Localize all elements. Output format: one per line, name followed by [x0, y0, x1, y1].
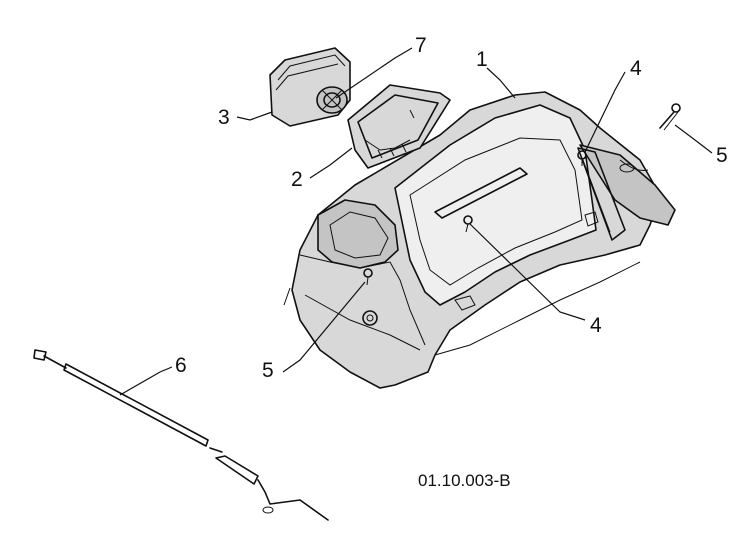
callout-4a: 4: [630, 57, 642, 80]
part-6-cable: [33, 349, 329, 521]
part-4-screw-b: [463, 215, 473, 233]
leader-4a: [584, 71, 626, 153]
part-2-headlight-housing: [347, 84, 451, 169]
callout-7: 7: [415, 34, 427, 57]
callout-6: 6: [175, 354, 187, 377]
callout-2: 2: [291, 168, 303, 191]
callout-5a: 5: [716, 144, 728, 167]
callout-labels: 1 2 3 4 4 5 5 6 7: [175, 34, 728, 382]
leader-7: [335, 47, 413, 99]
leader-5a: [674, 124, 713, 154]
part-5-screw-a: [659, 103, 681, 131]
part-3-headlight-lens: [269, 47, 351, 127]
callout-5b: 5: [262, 359, 274, 382]
part-1-cover: [283, 91, 676, 389]
part-4-screw-a: [577, 150, 587, 166]
leader-6: [119, 366, 173, 396]
part-7-bulb-socket: [316, 86, 348, 114]
leader-lines: [119, 47, 713, 396]
drawing-code: 01.10.003-B: [418, 471, 511, 490]
leader-5b: [282, 281, 366, 373]
leader-3: [236, 111, 273, 121]
leader-1: [486, 67, 516, 99]
callout-1: 1: [476, 48, 488, 71]
leader-2: [309, 147, 353, 179]
callout-3: 3: [218, 106, 230, 129]
leader-4b: [469, 223, 586, 321]
callout-4b: 4: [590, 314, 602, 337]
part-5-screw-b: [363, 268, 373, 286]
